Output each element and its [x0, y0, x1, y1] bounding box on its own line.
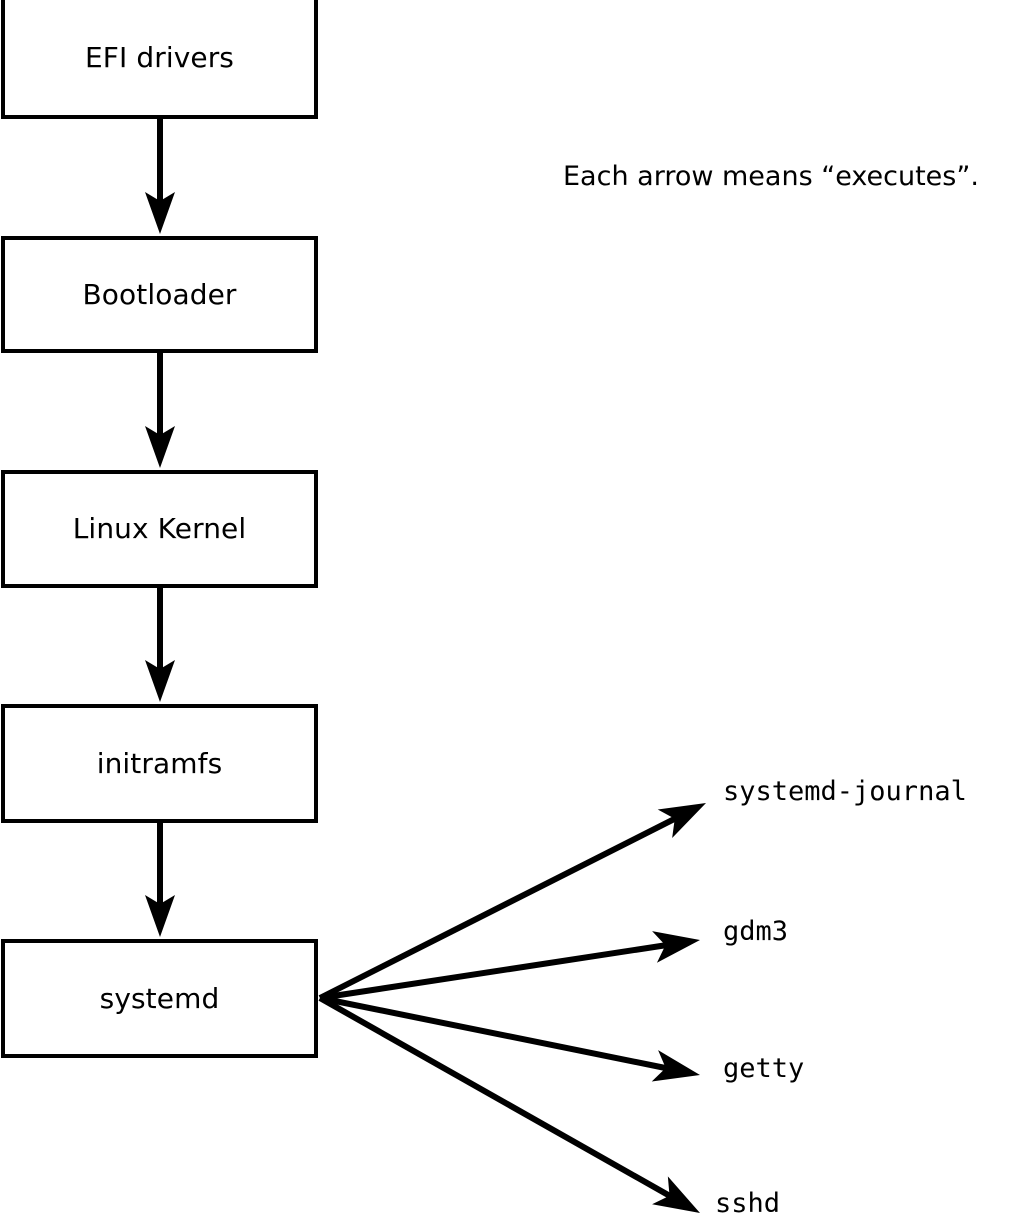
fanout-arrow-head-0 [657, 803, 706, 839]
service-label-sshd[interactable]: sshd [715, 1188, 781, 1219]
fanout-arrow-head-2 [651, 1050, 700, 1082]
stage-box-linux-kernel[interactable]: Linux Kernel [1, 470, 318, 588]
service-label-gdm3[interactable]: gdm3 [723, 916, 789, 947]
stage-box-efi-drivers[interactable]: EFI drivers [1, 0, 318, 119]
stage-label: systemd [99, 981, 220, 1015]
service-label-systemd-journal[interactable]: systemd-journal [723, 776, 967, 807]
chain-arrow-head-3 [145, 895, 175, 937]
stage-label: EFI drivers [84, 40, 235, 74]
fanout-arrow-head-1 [652, 931, 700, 963]
stage-label: initramfs [96, 746, 223, 780]
chain-arrow-head-2 [145, 660, 175, 702]
stage-box-systemd[interactable]: systemd [1, 939, 318, 1058]
stage-label: Linux Kernel [72, 512, 247, 545]
service-label-getty[interactable]: getty [723, 1053, 805, 1084]
fanout-arrow-shaft-1 [319, 942, 667, 1001]
chain-arrow-head-1 [145, 426, 175, 468]
fanout-arrow-shaft-2 [319, 995, 668, 1072]
fanout-arrow-shaft-0 [318, 815, 678, 1001]
diagram-caption: Each arrow means “executes”. [563, 161, 979, 192]
stage-box-bootloader[interactable]: Bootloader [1, 236, 318, 353]
stage-box-initramfs[interactable]: initramfs [1, 704, 318, 823]
stage-label: Bootloader [82, 277, 237, 311]
fanout-arrow-shaft-3 [318, 995, 672, 1199]
fanout-arrow-head-3 [652, 1176, 700, 1213]
fanout-arrow-group [318, 803, 706, 1213]
chain-arrow-group [145, 119, 175, 937]
chain-arrow-head-0 [145, 192, 175, 234]
